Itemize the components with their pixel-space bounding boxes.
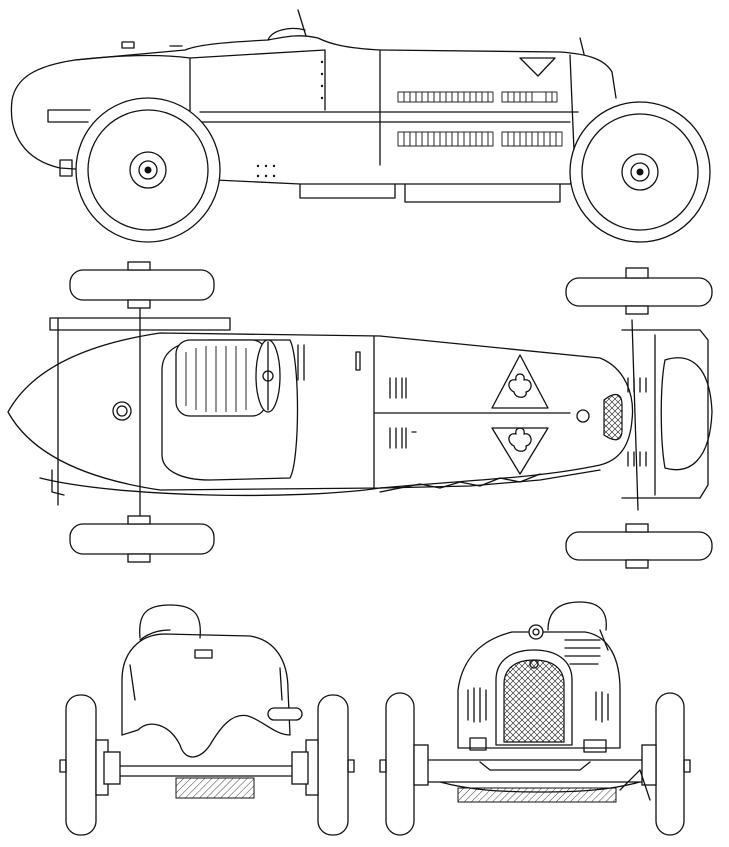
top-centre-line	[373, 335, 571, 489]
front-badge	[529, 659, 539, 669]
side-cockpit	[267, 9, 307, 41]
front-radiator-shell	[495, 649, 573, 746]
front-axle-detail	[479, 761, 591, 771]
top-tail-rack	[51, 317, 65, 506]
rear-tail-ribs	[129, 629, 283, 701]
rear-wheel-right	[291, 694, 349, 836]
top-fuel-cap	[112, 401, 132, 421]
side-undertray	[299, 183, 561, 203]
front-head-fins	[564, 629, 609, 665]
side-rear-wheel	[75, 97, 221, 243]
top-emblem-lower	[491, 427, 549, 475]
front-wheel-right	[641, 692, 691, 836]
front-lamps	[469, 737, 607, 753]
front-undertray	[457, 787, 617, 803]
side-emblem	[519, 57, 556, 77]
top-front-louvres	[627, 377, 647, 467]
top-exhaust	[379, 473, 541, 493]
rear-headrest	[139, 604, 201, 639]
top-radiator-cap	[576, 409, 590, 423]
top-nose-cowl	[660, 357, 713, 471]
side-tail-lamp	[59, 159, 73, 177]
top-view	[7, 261, 713, 569]
rear-view	[59, 604, 355, 836]
top-radiator	[603, 394, 623, 441]
front-steering-arm	[619, 769, 651, 801]
side-front-wheel	[569, 101, 711, 243]
side-view	[10, 9, 711, 243]
top-front-axle	[621, 319, 709, 511]
side-tail-contour	[74, 54, 191, 121]
rear-hubs	[59, 759, 355, 773]
top-front-wheel-lower	[565, 523, 713, 569]
side-panel-lines	[189, 49, 576, 176]
rear-side-pipe	[267, 707, 303, 721]
side-filler-cap	[121, 37, 585, 55]
top-emblem-upper	[491, 354, 549, 409]
front-scuttle	[547, 601, 607, 631]
top-rear-wheel-lower	[69, 515, 215, 563]
rear-filler-cap	[194, 649, 213, 659]
front-view	[379, 601, 691, 836]
side-louvres-upper	[397, 91, 558, 103]
front-radiator-grille	[503, 659, 565, 743]
top-rear-wheel-upper	[69, 261, 215, 309]
top-lower-frame	[39, 469, 601, 497]
front-wheel-left	[379, 692, 429, 836]
front-radiator-cap	[528, 624, 544, 640]
front-side-louvres	[467, 687, 609, 723]
top-steering-wheel	[255, 339, 281, 413]
rear-undertray	[175, 777, 255, 799]
top-rear-axle	[49, 299, 231, 526]
rear-wheel-left	[65, 694, 121, 836]
front-axle-beam	[419, 759, 661, 793]
side-belt-line	[47, 109, 579, 123]
side-louvres-lower	[397, 131, 563, 147]
front-bonnet-outline	[457, 631, 621, 749]
top-vents	[297, 344, 417, 449]
top-seat	[175, 339, 267, 417]
rear-tail-body	[121, 633, 291, 758]
side-rivets	[256, 60, 324, 178]
top-body-outline	[7, 332, 634, 491]
top-front-wheel-upper	[565, 267, 713, 315]
